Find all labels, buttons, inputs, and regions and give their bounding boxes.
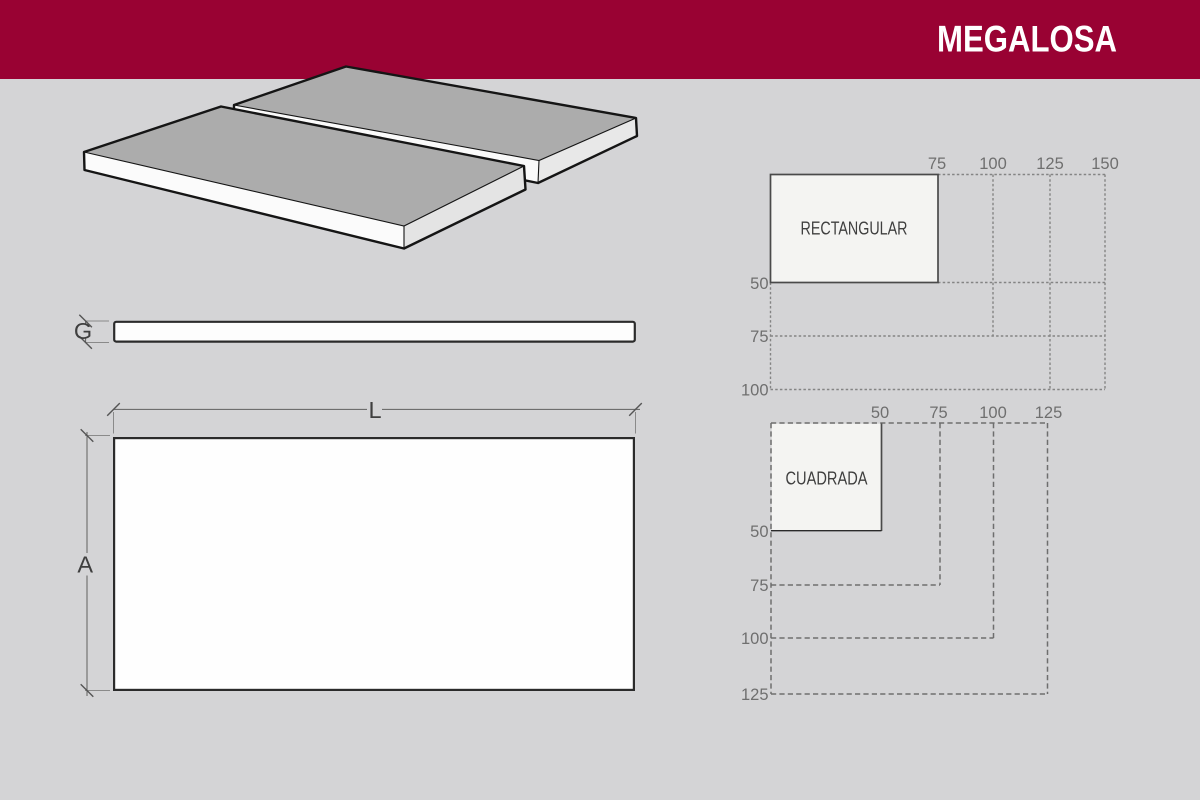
svg-text:75: 75 [750, 577, 768, 595]
svg-text:100: 100 [741, 382, 769, 400]
svg-text:100: 100 [979, 155, 1007, 173]
svg-text:50: 50 [750, 523, 768, 541]
svg-text:A: A [77, 552, 93, 578]
svg-text:125: 125 [1036, 155, 1064, 173]
svg-text:L: L [368, 397, 381, 423]
svg-text:50: 50 [871, 404, 889, 422]
svg-text:G: G [74, 318, 92, 344]
svg-text:125: 125 [1035, 404, 1063, 422]
svg-text:75: 75 [928, 155, 946, 173]
svg-text:RECTANGULAR: RECTANGULAR [801, 219, 908, 239]
svg-text:75: 75 [929, 404, 947, 422]
svg-text:75: 75 [750, 328, 768, 346]
svg-text:100: 100 [979, 404, 1007, 422]
svg-text:50: 50 [750, 275, 768, 293]
svg-text:100: 100 [741, 630, 769, 648]
svg-text:CUADRADA: CUADRADA [786, 469, 868, 489]
svg-text:125: 125 [741, 686, 769, 704]
svg-text:MEGALOSA: MEGALOSA [937, 19, 1117, 60]
svg-text:150: 150 [1091, 155, 1119, 173]
